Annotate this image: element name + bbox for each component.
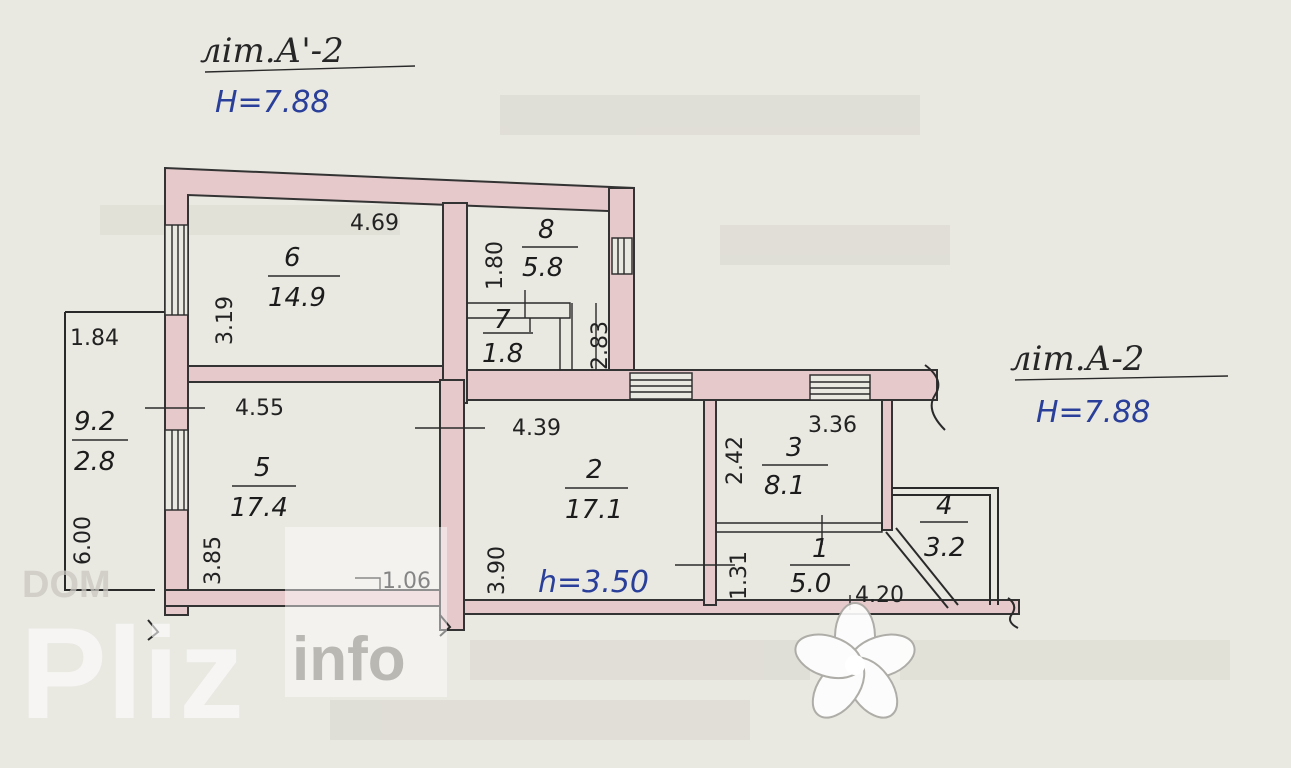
dim-4-20: 4.20	[855, 583, 904, 608]
dim-3-85: 3.85	[201, 536, 226, 585]
dim-3-90: 3.90	[485, 546, 510, 595]
dim-6-00: 6.00	[71, 516, 96, 565]
room-4-area: 3.2	[924, 533, 965, 563]
room-8-area: 5.8	[522, 253, 563, 283]
watermark-suffix: info	[292, 625, 406, 694]
dim-4-69: 4.69	[350, 211, 399, 236]
dim-3-36: 3.36	[808, 413, 857, 438]
background-ghost-print	[100, 95, 1230, 740]
headings: літ.А'-2 H=7.88 літ.А-2 H=7.88 h=3.50	[200, 31, 1229, 600]
room-7-number: 7	[494, 305, 511, 335]
watermark: DOM Pliz info	[20, 527, 447, 746]
room-labels: 6 14.9 8 5.8 7 1.8 9.2 2.8 5 17.4 2 17.1…	[74, 215, 965, 599]
dim-2-42: 2.42	[723, 436, 748, 485]
height-top-label: H=7.88	[215, 85, 330, 120]
dim-2-83: 2.83	[588, 321, 613, 370]
room-6-number: 6	[284, 243, 301, 273]
room-8-number: 8	[538, 215, 555, 245]
dimension-lines	[145, 290, 1019, 641]
watermark-big: Pliz	[20, 600, 244, 746]
room-1-area: 5.0	[790, 569, 831, 599]
room-4-number: 4	[936, 491, 953, 521]
dim-4-39: 4.39	[512, 416, 561, 441]
dim-3-19: 3.19	[213, 296, 238, 345]
room-5-area: 17.4	[230, 493, 288, 523]
room-9-number: 9.2	[74, 407, 115, 437]
watermark-small: DOM	[22, 564, 111, 606]
dim-1-31: 1.31	[727, 551, 752, 600]
ceiling-height-label: h=3.50	[538, 565, 649, 600]
room-5-number: 5	[254, 453, 271, 483]
dim-1-84: 1.84	[70, 326, 119, 351]
dim-1-06: 1.06	[382, 569, 431, 594]
windows	[164, 224, 871, 511]
room-1-number: 1	[812, 534, 829, 564]
room-2-number: 2	[586, 455, 603, 485]
dim-4-55: 4.55	[235, 396, 284, 421]
height-right-label: H=7.88	[1036, 395, 1151, 430]
room-2-area: 17.1	[565, 495, 623, 525]
dim-1-80: 1.80	[483, 241, 508, 290]
fraction-bars	[72, 246, 968, 566]
lit-top-label: літ.А'-2	[200, 31, 344, 71]
room-3-number: 3	[786, 433, 803, 463]
room-9-area: 2.8	[74, 447, 115, 477]
room-7-area: 1.8	[482, 339, 523, 369]
room-6-area: 14.9	[268, 283, 326, 313]
lit-right-label: літ.А-2	[1010, 339, 1144, 379]
dimension-labels: 4.69 1.80 3.19 2.83 1.84 4.55 4.39 3.36 …	[70, 211, 904, 608]
asterisk-logo-icon	[794, 602, 916, 719]
room-3-area: 8.1	[764, 471, 805, 501]
